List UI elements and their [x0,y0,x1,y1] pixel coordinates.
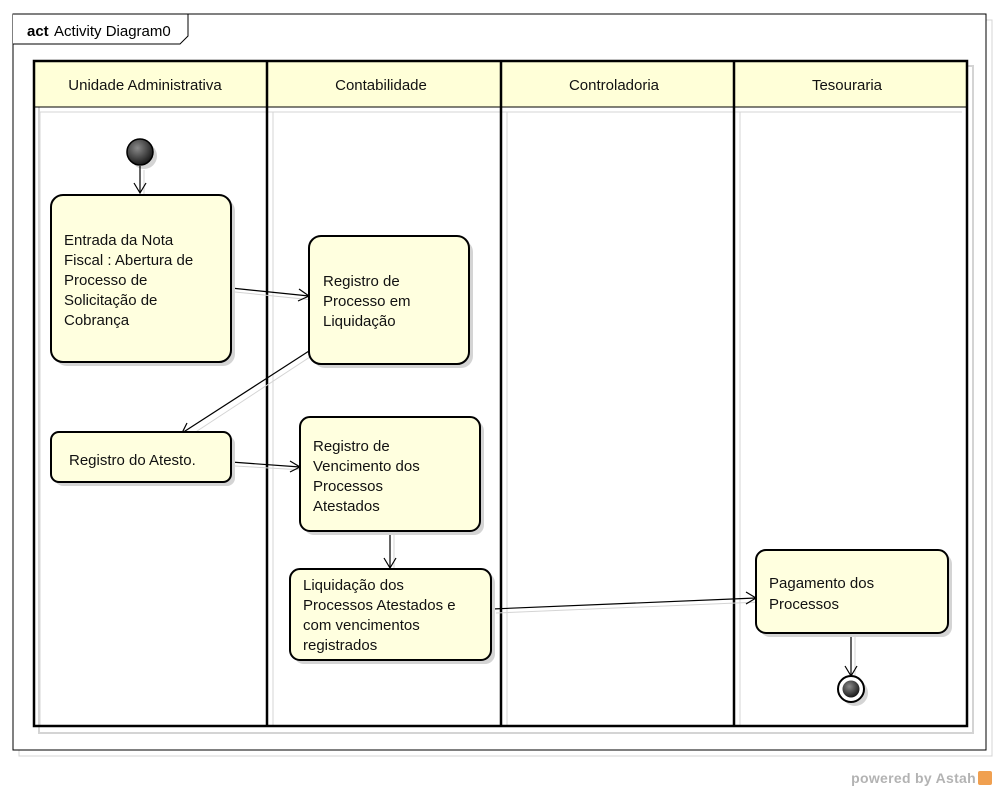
lane-header-controladoria [501,61,734,107]
frame-tab [13,13,189,45]
action-registro-vencimento[interactable] [299,416,481,532]
watermark-text: powered by Astah [851,770,976,786]
action-liquidacao-label: Liquidação dos Processos Atestados e com… [303,577,460,654]
action-entrada-label: Entrada da Nota Fiscal : Abertura de Pro… [64,232,197,329]
lane-title-contabilidade: Contabilidade [335,77,427,94]
action-entrada-nota-fiscal[interactable] [50,194,232,363]
action-atesto-label: Registro do Atesto. [69,452,196,469]
diagram-frame [12,13,987,751]
frame-title: act Activity Diagram0 [27,23,171,40]
initial-node[interactable] [126,138,154,166]
flow-registro-to-atesto [181,350,310,434]
lane-header-unidade [34,61,267,107]
action-vencimento-label: Registro de Vencimento dos Processos Ate… [313,438,424,515]
frame-keyword: act [27,23,49,40]
lane-header-contabilidade [267,61,501,107]
action-pagamento-label: Pagamento dos Processos [769,575,878,613]
arrowhead [133,182,147,195]
action-registro-processo-label: Registro de Processo em Liquidação [323,273,415,330]
action-liquidacao-processos[interactable] [289,568,492,661]
flow-atesto-to-vencimento [230,461,301,468]
astah-logo-icon [978,771,992,785]
flow-shadows [143,170,856,680]
flow-entrada-to-registro [230,287,310,297]
lane-title-controladoria: Controladoria [569,77,660,94]
astah-watermark: powered by Astah [851,770,992,786]
lane-title-tesouraria: Tesouraria [812,77,883,94]
action-registro-processo[interactable] [308,235,470,365]
frame-name: Activity Diagram0 [54,23,171,40]
lane-header-tesouraria [734,61,967,107]
lane-title-unidade: Unidade Administrativa [68,77,222,94]
action-registro-atesto[interactable] [50,431,232,483]
final-node-core [842,680,860,698]
action-pagamento-processos[interactable] [755,549,949,634]
flow-liquidacao-to-pagamento [491,597,757,610]
